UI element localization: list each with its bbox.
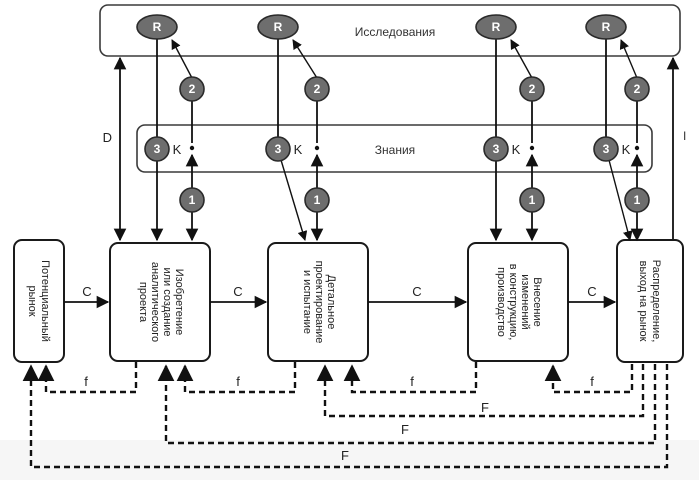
stage-label-line: проектирование xyxy=(313,261,325,344)
step2-to-research-arrow xyxy=(171,39,193,79)
stage-box-design[interactable]: Детальное проектирование и испытание xyxy=(267,242,369,362)
stage-label-line: аналитического xyxy=(149,262,161,342)
stage-label-line: производство xyxy=(495,267,507,337)
stage-label-line: Детальное xyxy=(325,275,337,330)
feedback-short-loops: f f f f xyxy=(37,362,634,394)
step2-to-research-arrow xyxy=(510,39,533,79)
step-3-node[interactable] xyxy=(265,136,291,162)
feedback-f-label: f xyxy=(410,374,414,389)
step-1-node-label: 1 xyxy=(189,193,196,207)
research-node-r-label: R xyxy=(602,20,611,34)
step-1-node[interactable] xyxy=(179,187,205,213)
step2-to-research-arrow xyxy=(292,39,318,79)
step-3-node[interactable] xyxy=(593,136,619,162)
research-node-r-label: R xyxy=(492,20,501,34)
chain-label: C xyxy=(233,284,242,299)
step-2-node-label: 2 xyxy=(634,82,641,96)
feedback-f-path xyxy=(176,362,297,394)
stage-label-line: Внесение xyxy=(531,277,543,326)
innovation-link-label: I xyxy=(683,129,686,143)
feedback-f-label: f xyxy=(84,374,88,389)
feedback-f-path xyxy=(544,364,634,394)
stage-box-market[interactable]: Потенциальный рынок xyxy=(13,239,65,363)
step-1-node-label: 1 xyxy=(529,193,536,207)
research-node-r-label: R xyxy=(153,20,162,34)
stage-box-redesign[interactable]: Внесение изменений в конструкцию, произв… xyxy=(467,242,569,362)
step-2-node-label: 2 xyxy=(189,82,196,96)
k-dot xyxy=(189,145,195,151)
step-2-node-label: 2 xyxy=(529,82,536,96)
step-2-node[interactable] xyxy=(179,76,205,102)
k-dot xyxy=(529,145,535,151)
k-dot xyxy=(634,145,640,151)
knowledge-link-k-label: K xyxy=(622,142,631,157)
knowledge-band: Знания xyxy=(136,124,653,173)
stage-label-line: или создание xyxy=(161,267,173,336)
stage-label-line: изменений xyxy=(519,274,531,329)
feedback-F-path xyxy=(22,364,669,469)
research-node-r[interactable] xyxy=(585,14,627,40)
step-3-node[interactable] xyxy=(144,136,170,162)
step-2-node[interactable] xyxy=(624,76,650,102)
step-3-node-label: 3 xyxy=(493,142,500,156)
feedback-f-path xyxy=(37,362,138,394)
research-node-r-label: R xyxy=(274,20,283,34)
chain-label: C xyxy=(82,284,91,299)
step-2-node[interactable] xyxy=(519,76,545,102)
step2-to-research-arrow xyxy=(619,39,638,79)
stage-label-line: Потенциальный xyxy=(39,260,51,342)
step-2-node-label: 2 xyxy=(314,82,321,96)
stage-box-distribution[interactable]: Распределение, выход на рынок xyxy=(616,239,684,363)
feedback-f-label: f xyxy=(590,374,594,389)
stage-label-line: и испытание xyxy=(301,270,313,334)
knowledge-band-label: Знания xyxy=(375,143,415,157)
step-3-node-label: 3 xyxy=(154,142,161,156)
chain-label: C xyxy=(587,284,596,299)
feedback-long-loops: F F F xyxy=(22,364,669,469)
chain-label: C xyxy=(412,284,421,299)
feedback-F-path xyxy=(157,364,657,445)
step-1-node[interactable] xyxy=(304,187,330,213)
feedback-F-label: F xyxy=(481,400,489,415)
step3-to-stage-arrow xyxy=(280,159,308,241)
stage-label-line: проекта xyxy=(137,282,149,323)
step-3-node-label: 3 xyxy=(275,142,282,156)
research-node-r[interactable] xyxy=(475,14,517,40)
step-1-node[interactable] xyxy=(519,187,545,213)
step-3-node[interactable] xyxy=(483,136,509,162)
background-band xyxy=(0,440,699,480)
research-node-r[interactable] xyxy=(257,14,299,40)
stage-label-line: выход на рынок xyxy=(637,261,649,342)
step3-to-stage-arrow xyxy=(608,159,633,241)
knowledge-link-k-label: K xyxy=(512,142,521,157)
feedback-f-path xyxy=(343,362,478,394)
feedback-F-path xyxy=(316,364,645,418)
research-band-label: Исследования xyxy=(355,25,435,39)
research-band: Исследования xyxy=(99,4,681,57)
step-1-node[interactable] xyxy=(624,187,650,213)
stage-label-line: рынок xyxy=(26,285,38,316)
feedback-F-label: F xyxy=(341,448,349,463)
research-node-r[interactable] xyxy=(136,14,178,40)
knowledge-columns: R 2 3 1 K R 2 3 1 K R 2 3 1 K R 2 3 1 K xyxy=(136,14,650,242)
stage-label-line: в конструкцию, xyxy=(507,264,519,341)
knowledge-link-k-label: K xyxy=(294,142,303,157)
stage-label-line: Изобретение xyxy=(173,269,185,335)
step-3-node-label: 3 xyxy=(603,142,610,156)
direct-link-label: D xyxy=(103,130,112,145)
knowledge-link-k-label: K xyxy=(173,142,182,157)
stage-box-invention[interactable]: Изобретение или создание аналитического … xyxy=(109,242,211,362)
k-dot xyxy=(314,145,320,151)
stage-label-line: Распределение, xyxy=(650,260,662,343)
step-2-node[interactable] xyxy=(304,76,330,102)
feedback-f-label: f xyxy=(236,374,240,389)
feedback-F-label: F xyxy=(401,422,409,437)
step-1-node-label: 1 xyxy=(314,193,321,207)
step-1-node-label: 1 xyxy=(634,193,641,207)
